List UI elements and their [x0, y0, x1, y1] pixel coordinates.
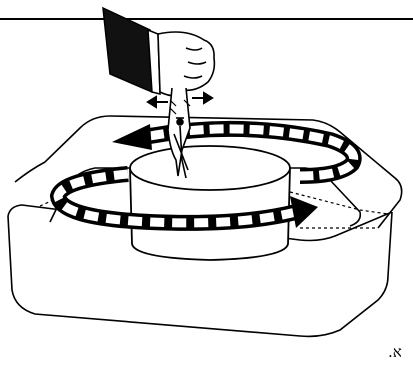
step-label: א. [388, 343, 402, 362]
cake-cylinder [130, 146, 290, 260]
hand-icon [158, 32, 214, 96]
sleeve [103, 8, 160, 94]
